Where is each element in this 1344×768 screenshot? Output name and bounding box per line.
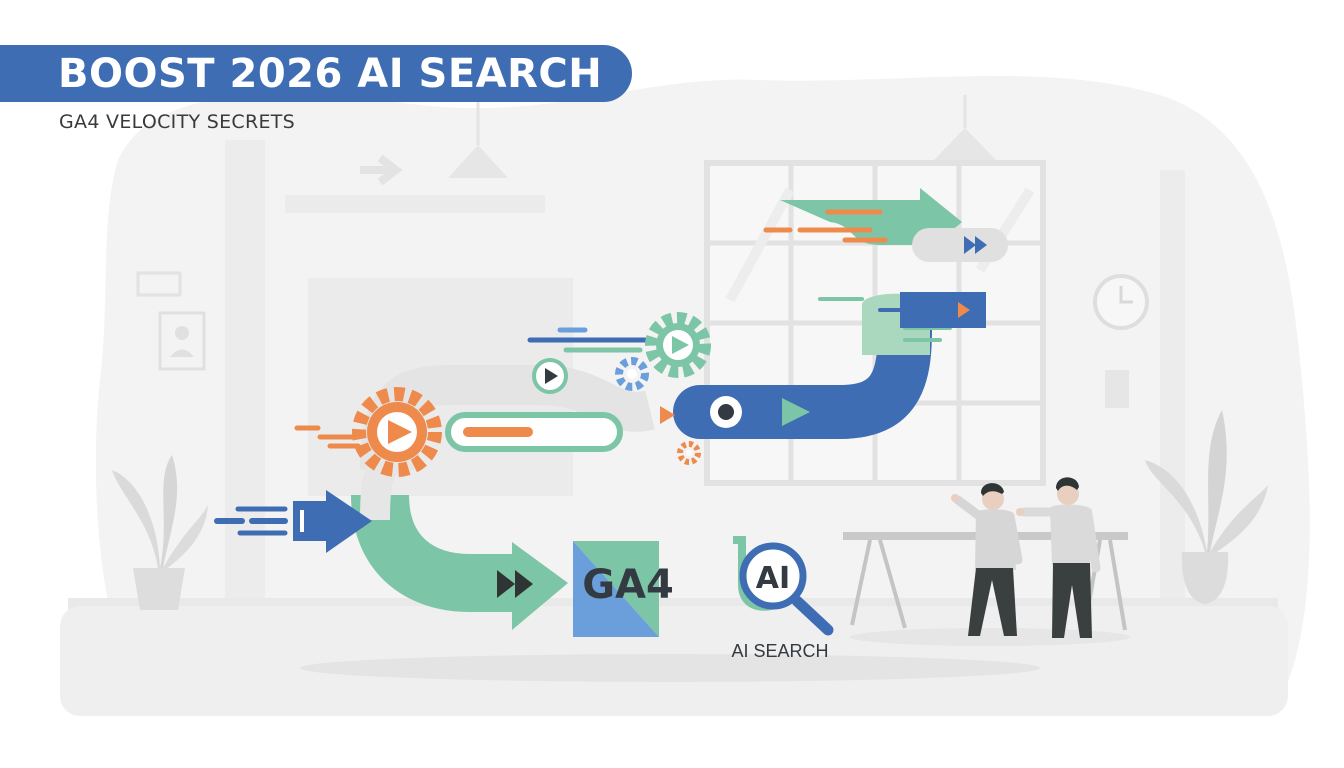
magnifier-icon: AI <box>733 536 834 636</box>
ai-search-caption: AI SEARCH <box>731 641 828 661</box>
ceiling-lamp-icon <box>448 100 508 178</box>
gear-icon <box>352 387 442 477</box>
title-banner: BOOST 2026 AI SEARCH <box>0 45 632 102</box>
gear-icon <box>677 441 701 465</box>
gear-icon <box>645 312 711 378</box>
page-title: BOOST 2026 AI SEARCH <box>58 50 603 97</box>
progress-bar <box>445 412 623 452</box>
play-icon <box>710 396 810 428</box>
play-icon <box>900 292 986 328</box>
plant-icon <box>1145 410 1268 604</box>
picture-frame <box>158 311 206 371</box>
fast-forward-pill <box>912 228 1008 262</box>
ga4-block: GA4 <box>573 541 674 637</box>
ai-label: AI <box>756 561 790 596</box>
fast-forward-icon <box>497 570 533 598</box>
person-icon <box>951 483 1023 636</box>
arrow-right-icon <box>293 490 372 553</box>
play-icon <box>532 358 568 394</box>
page-subtitle: GA4 VELOCITY SECRETS <box>59 111 296 133</box>
plant-icon <box>112 455 208 610</box>
clock-icon <box>1093 274 1149 330</box>
gear-icon <box>615 357 649 391</box>
ga4-label: GA4 <box>582 562 674 608</box>
play-icon <box>660 406 675 424</box>
speed-lines <box>214 209 952 536</box>
person-icon <box>1016 477 1101 638</box>
ceiling-lamp-icon <box>934 95 996 160</box>
